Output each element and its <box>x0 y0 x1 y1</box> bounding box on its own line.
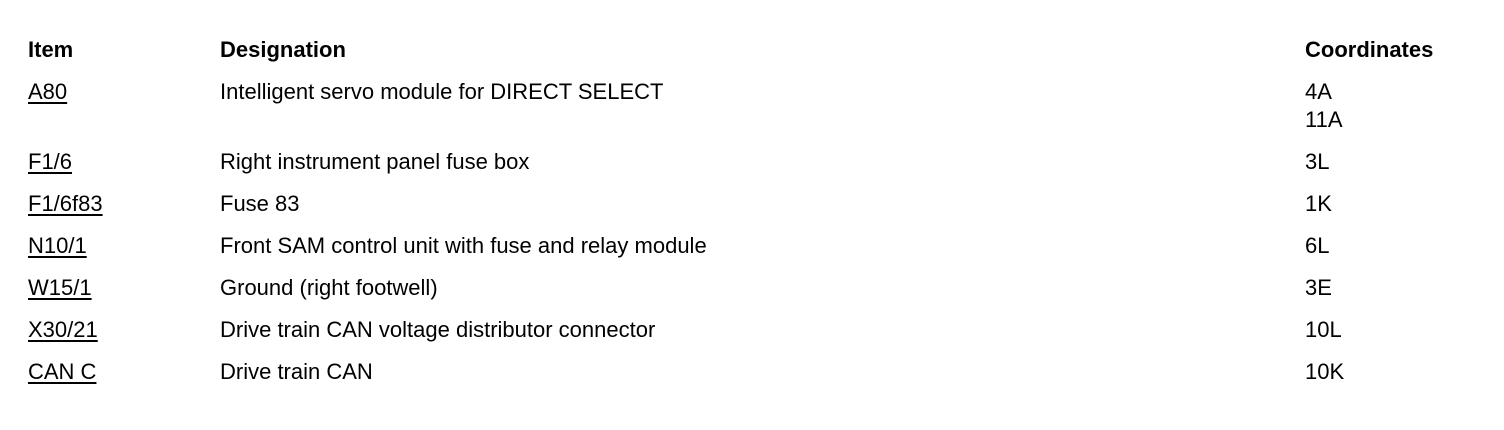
header-designation: Designation <box>220 37 346 62</box>
table-row: A80 Intelligent servo module for DIRECT … <box>28 78 1468 134</box>
coordinate-value: 6L <box>1305 233 1330 258</box>
designation-cell: Front SAM control unit with fuse and rel… <box>220 233 707 258</box>
coordinates-cell: 4A 11A <box>1305 78 1468 134</box>
table-row: F1/6 Right instrument panel fuse box 3L <box>28 148 1468 176</box>
table-row: CAN C Drive train CAN 10K <box>28 358 1468 386</box>
designation-cell: Intelligent servo module for DIRECT SELE… <box>220 79 664 104</box>
coordinate-value: 11A <box>1305 107 1343 132</box>
coordinates-cell: 1K <box>1305 190 1468 218</box>
coordinate-value: 1K <box>1305 191 1332 216</box>
item-link-w15-1[interactable]: W15/1 <box>28 275 92 300</box>
header-coordinates: Coordinates <box>1305 37 1434 62</box>
coordinate-value: 3E <box>1305 275 1332 300</box>
component-legend-table: Item Designation Coordinates A80 Intelli… <box>28 36 1468 400</box>
item-link-x30-21[interactable]: X30/21 <box>28 317 98 342</box>
coordinates-cell: 3E <box>1305 274 1468 302</box>
table-row: W15/1 Ground (right footwell) 3E <box>28 274 1468 302</box>
item-link-f1-6[interactable]: F1/6 <box>28 149 73 174</box>
item-link-n10-1[interactable]: N10/1 <box>28 233 87 258</box>
header-item: Item <box>28 37 74 62</box>
coordinates-cell: 3L <box>1305 148 1468 176</box>
table-row: F1/6f83 Fuse 83 1K <box>28 190 1468 218</box>
item-link-a80[interactable]: A80 <box>28 79 68 104</box>
item-link-can-c[interactable]: CAN C <box>28 359 97 384</box>
designation-cell: Ground (right footwell) <box>220 275 438 300</box>
table-header-row: Item Designation Coordinates <box>28 36 1468 70</box>
coordinate-value: 4A <box>1305 79 1332 104</box>
coordinate-value: 10L <box>1305 317 1342 342</box>
designation-cell: Drive train CAN <box>220 359 373 384</box>
designation-cell: Drive train CAN voltage distributor conn… <box>220 317 656 342</box>
designation-cell: Right instrument panel fuse box <box>220 149 530 174</box>
coordinates-cell: 10K <box>1305 358 1468 386</box>
coordinates-cell: 10L <box>1305 316 1468 344</box>
coordinate-value: 10K <box>1305 359 1345 384</box>
table-row: X30/21 Drive train CAN voltage distribut… <box>28 316 1468 344</box>
coordinates-cell: 6L <box>1305 232 1468 260</box>
table-row: N10/1 Front SAM control unit with fuse a… <box>28 232 1468 260</box>
designation-cell: Fuse 83 <box>220 191 300 216</box>
item-link-f1-6f83[interactable]: F1/6f83 <box>28 191 103 216</box>
coordinate-value: 3L <box>1305 149 1330 174</box>
